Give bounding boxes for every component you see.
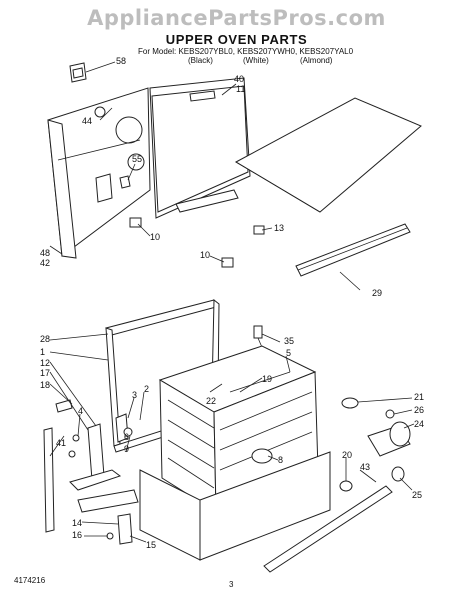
callout-15: 15	[146, 540, 156, 550]
callout-14: 14	[72, 518, 82, 528]
callout-8: 8	[278, 455, 283, 465]
callout-10a: 10	[150, 232, 160, 242]
part-side-panel	[149, 77, 251, 219]
callout-9: 9	[124, 444, 129, 454]
finish-black: (Black)	[188, 56, 213, 65]
callout-numbers: 58 40 11 44 55 10 13 10 48 42 29 28 1 12…	[40, 56, 424, 550]
callout-24: 24	[414, 419, 424, 429]
callout-11: 11	[236, 84, 245, 94]
callout-16: 16	[72, 530, 82, 540]
part-bracket-58	[69, 62, 87, 83]
part-gasket-strip	[43, 427, 55, 533]
callout-6: 6	[124, 432, 129, 442]
finish-almond: (Almond)	[300, 56, 333, 65]
callout-22: 22	[206, 396, 216, 406]
part-rear-panel	[47, 87, 151, 259]
part-trim-strip	[263, 485, 393, 573]
part-oven-cavity	[158, 345, 319, 513]
callout-19: 19	[262, 374, 272, 384]
callout-58: 58	[116, 56, 126, 66]
model-line: For Model: KEBS207YBL0, KEBS207YWH0, KEB…	[138, 47, 354, 56]
callout-42: 42	[40, 258, 50, 268]
callout-20: 20	[342, 450, 352, 460]
callout-43: 43	[360, 462, 370, 472]
callout-4: 4	[78, 406, 83, 416]
callout-55: 55	[132, 154, 142, 164]
callout-40: 40	[234, 74, 244, 84]
callout-44: 44	[82, 116, 92, 126]
part-clip-10a	[129, 217, 142, 228]
callout-28: 28	[40, 334, 50, 344]
part-bottom-bracket	[77, 489, 139, 545]
callout-13: 13	[274, 223, 284, 233]
part-clip-10b	[221, 257, 234, 268]
callout-17: 17	[40, 368, 50, 378]
callout-3: 3	[132, 390, 137, 400]
callout-21: 21	[414, 392, 424, 402]
part-rail-29	[295, 223, 411, 277]
callout-18: 18	[40, 380, 50, 390]
part-element-20	[339, 470, 353, 492]
callout-29: 29	[372, 288, 382, 298]
part-top-panel	[234, 97, 422, 213]
callout-12: 12	[40, 358, 50, 368]
part-hinge-assembly	[55, 399, 133, 491]
page-number: 3	[229, 580, 234, 589]
callout-41: 41	[56, 438, 66, 448]
page-title: UPPER OVEN PARTS	[165, 32, 308, 47]
callout-26: 26	[414, 405, 424, 415]
watermark: AppliancePartsPros.com	[87, 6, 386, 30]
callout-25: 25	[412, 490, 422, 500]
finish-white: (White)	[243, 56, 269, 65]
callout-2: 2	[144, 384, 149, 394]
leader-lines	[49, 61, 415, 543]
callout-10b: 10	[200, 250, 210, 260]
footer-part-code: 4174216	[14, 576, 46, 585]
part-thermostat	[341, 397, 411, 482]
callout-35: 35	[284, 336, 294, 346]
part-lower-box	[139, 451, 331, 561]
callout-1: 1	[40, 347, 45, 357]
callout-5: 5	[286, 348, 291, 358]
callout-48: 48	[40, 248, 50, 258]
